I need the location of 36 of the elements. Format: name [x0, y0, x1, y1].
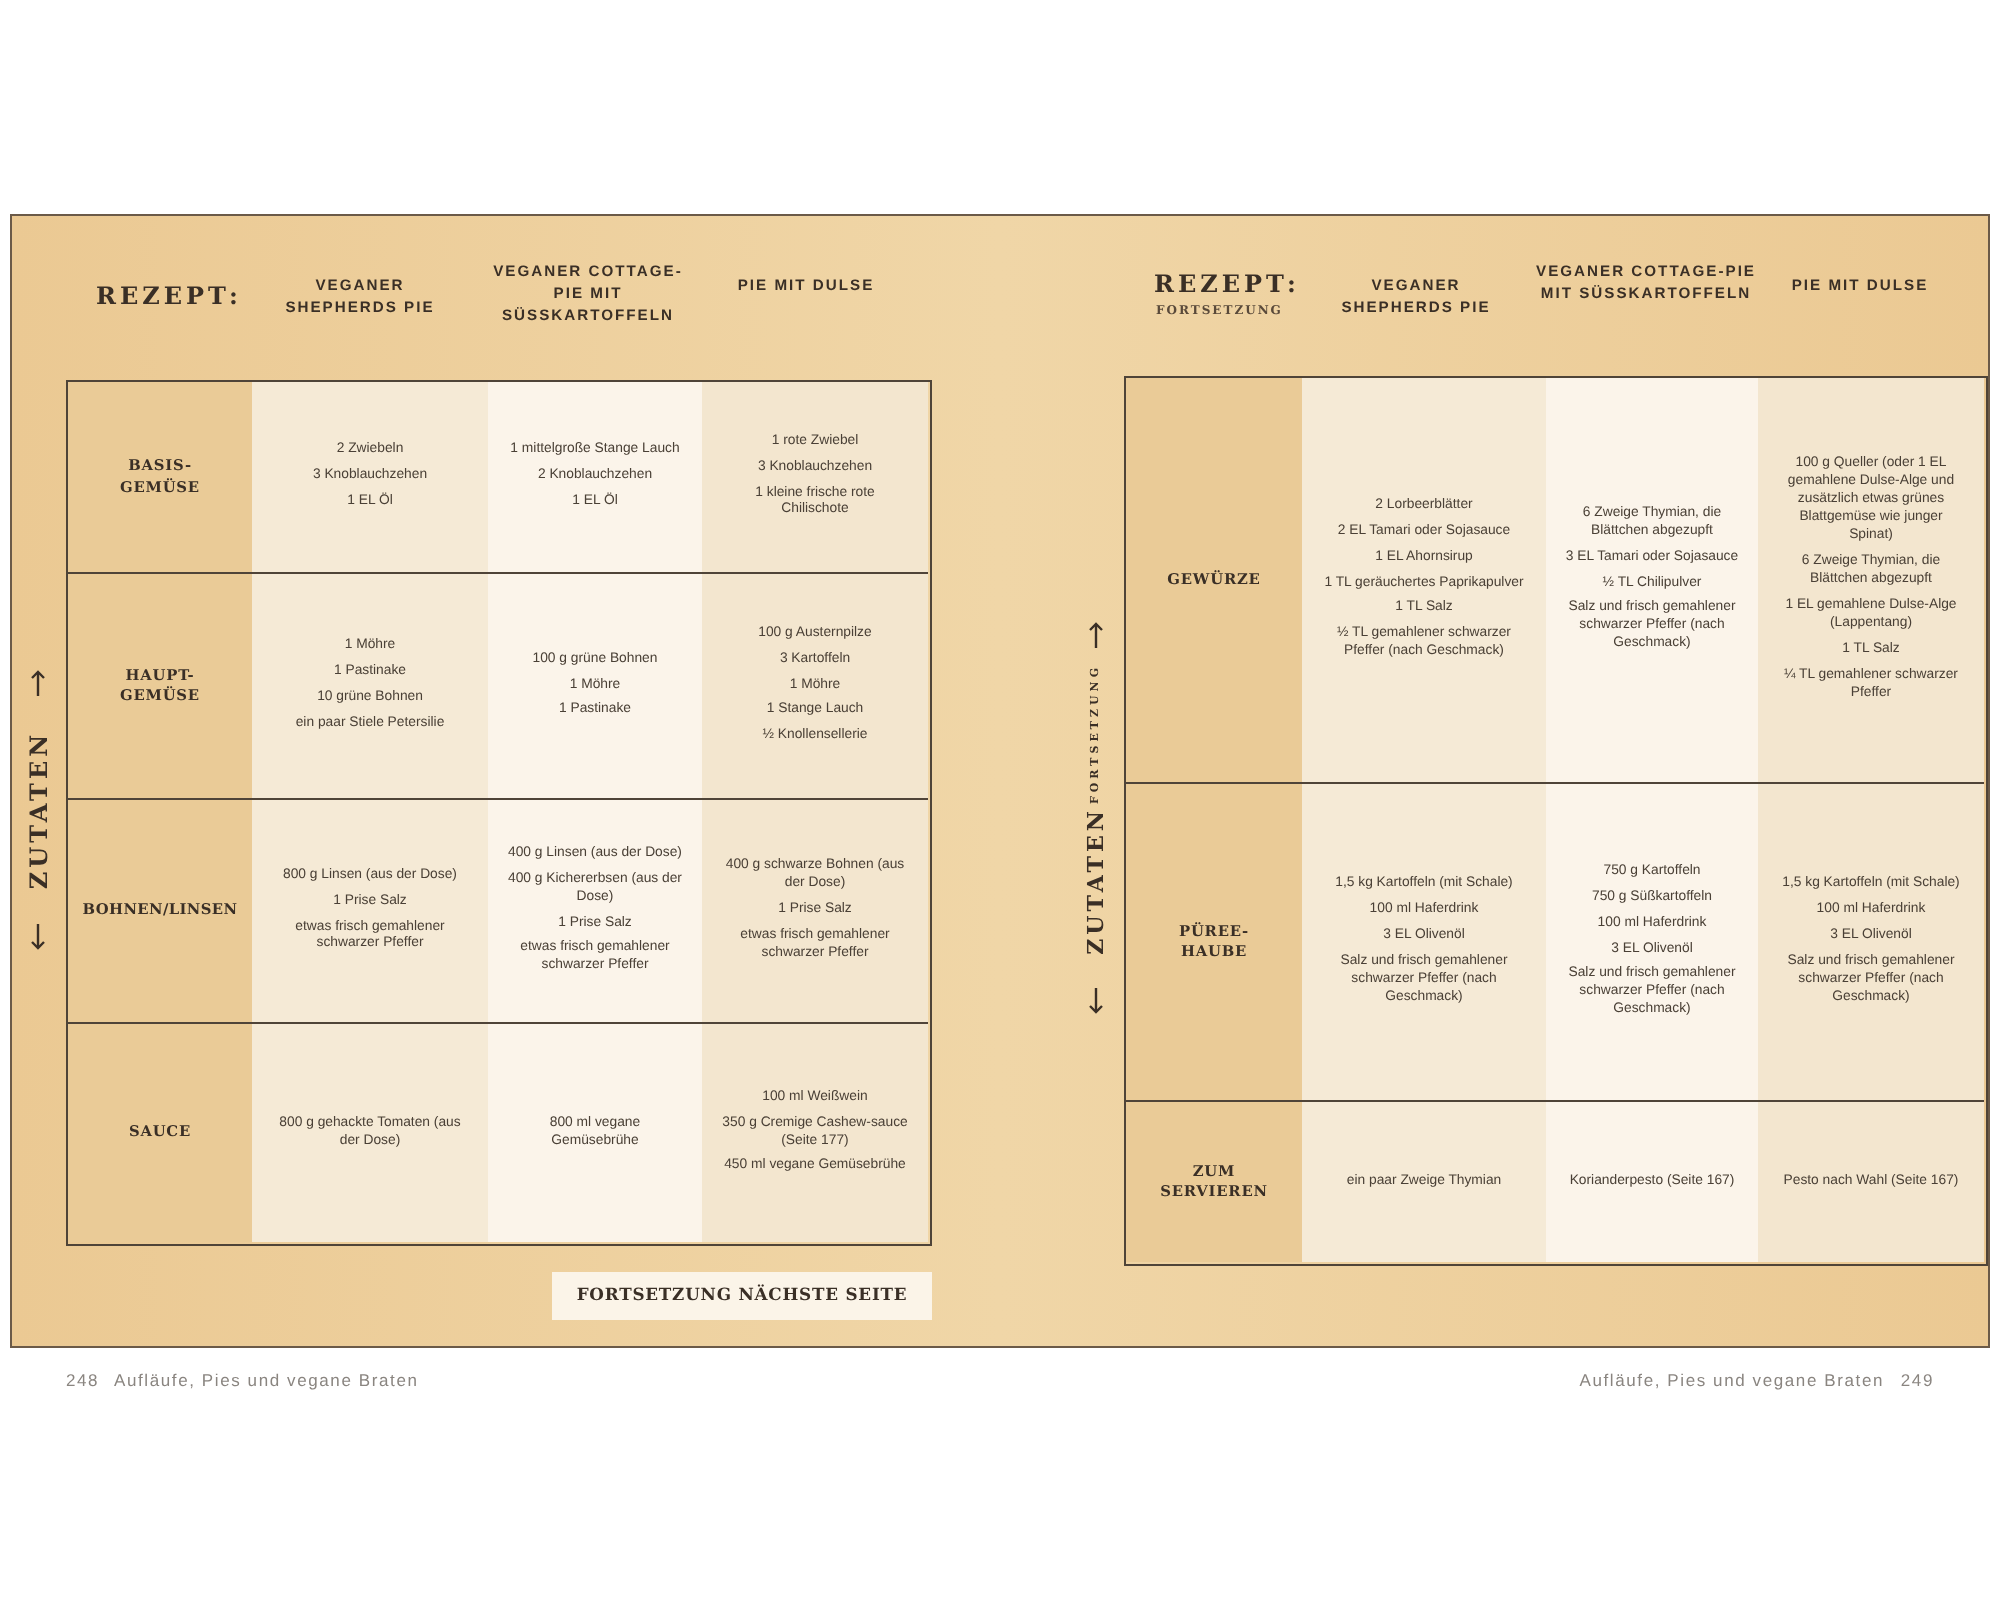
ingredient-cell: [1302, 378, 1546, 782]
row-header-cell: [1126, 1100, 1302, 1262]
page-number: 249: [1900, 1370, 1934, 1390]
row-header-cell: [1126, 378, 1302, 782]
ingredient-cell: [702, 572, 928, 798]
recipe-heading: REZEPT:: [1154, 270, 1300, 298]
ingredient-cell: [702, 382, 928, 572]
ingredient-cell: [252, 382, 488, 572]
ingredient-cell: [1302, 1100, 1546, 1262]
ingredient-cell: [488, 1022, 702, 1242]
ingredient-cell: [488, 382, 702, 572]
ingredient-cell: [1758, 782, 1984, 1100]
recipe-heading: REZEPT:: [96, 282, 242, 310]
running-footer: Aufläufe, Pies und vegane Braten: [114, 1370, 419, 1390]
ingredient-cell: [1546, 782, 1758, 1100]
ingredient-cell: [1546, 1100, 1758, 1262]
ingredient-cell: [252, 1022, 488, 1242]
table-frame: [1124, 376, 1988, 1266]
table-frame: [66, 380, 932, 1246]
ingredient-cell: [488, 572, 702, 798]
running-footer: Aufläufe, Pies und vegane Braten: [1579, 1370, 1884, 1390]
section-heading: ZUTATEN: [1082, 806, 1109, 954]
banner-text: FORTSETZUNG NÄCHSTE SEITE: [576, 1284, 908, 1308]
ingredient-cell: [1546, 378, 1758, 782]
row-header-cell: [1126, 782, 1302, 1100]
ingredient-cell: [702, 798, 928, 1022]
ingredient-cell: [702, 1022, 928, 1242]
ingredient-cell: [252, 798, 488, 1022]
ingredient-cell: [488, 798, 702, 1022]
section-heading: ZUTATEN: [24, 730, 53, 890]
continuation-banner: [552, 1272, 932, 1320]
ingredient-cell: [1302, 782, 1546, 1100]
page-number: 248: [66, 1370, 100, 1390]
ingredient-cell: [1758, 1100, 1984, 1262]
ingredient-cell: [252, 572, 488, 798]
ingredient-cell: [1758, 378, 1984, 782]
